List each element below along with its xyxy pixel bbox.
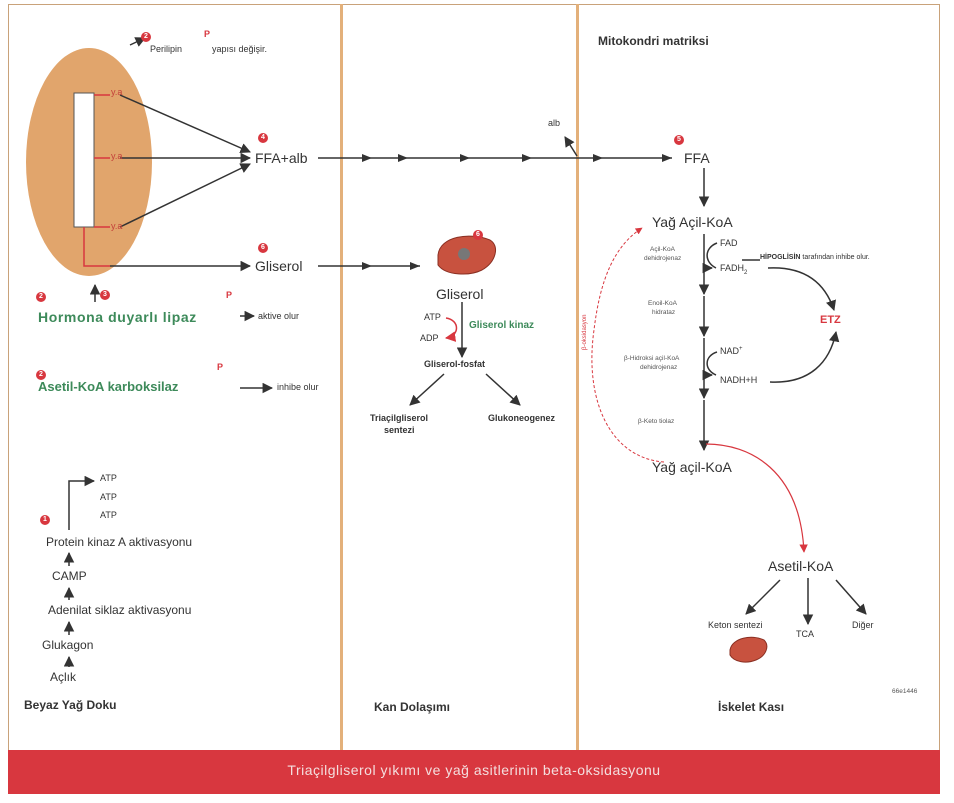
enzyme-2a: Enoil-KoA [648, 300, 677, 307]
atp-3: ATP [100, 510, 117, 520]
atp-label: ATP [424, 312, 441, 322]
column-divider-1 [340, 4, 343, 750]
tg-synthesis-1: Triaçilgliserol [370, 413, 429, 423]
hsl-label: Hormona duyarlı lipaz [38, 309, 197, 325]
glycerol-phosphate: Gliserol-fosfat [424, 359, 486, 369]
enzyme-3b: dehidrojenaz [640, 364, 678, 371]
fadh2-sub: 2 [744, 269, 748, 276]
etz-label: ETZ [820, 314, 841, 326]
acyl-coa-top: Yağ Açil-KoA [652, 214, 733, 230]
fa-label-2: y.a [111, 151, 123, 161]
enzyme-1b: dehidrojenaz [644, 255, 682, 262]
acetyl-coa-label: Asetil-KoA [768, 558, 834, 574]
column-title-muscle: İskelet Kası [718, 700, 785, 714]
liver-icon-blood [437, 235, 497, 275]
enzyme-1a: Açil-KoA [650, 246, 675, 253]
atp-1: ATP [100, 473, 117, 483]
nad-sup: + [739, 346, 743, 352]
badge-1: 1 [40, 515, 50, 525]
glycerol-label: Gliserol [255, 258, 303, 274]
hypoglycin-note: HİPOGLİSİN tarafından inhibe olur. [760, 254, 870, 261]
ffa-alb-label: FFA+alb [255, 150, 308, 166]
column-title-adipose: Beyaz Yağ Doku [24, 698, 117, 712]
badge-6-glycerol: 6 [258, 243, 268, 253]
hypoglycin-effect: tarafından inhibe olur. [802, 254, 870, 261]
perilipin-label: Perilipin [150, 44, 183, 54]
badge-4: 4 [258, 133, 268, 143]
fa-label-3: y.a [111, 221, 123, 231]
fa-label-1: y.a [111, 87, 123, 97]
cascade-camp: CAMP [52, 569, 87, 583]
tg-synthesis-2: sentezi [384, 425, 415, 435]
acc-label: Asetil-KoA karboksilaz [38, 379, 179, 394]
hsl-effect: aktive olur [258, 311, 300, 321]
perilipin-effect: yapısı değişir. [212, 44, 268, 54]
badge-3: 3 [100, 290, 110, 300]
enzyme-3a: β-Hidroksi açil-KoA [624, 355, 680, 362]
caption-bar: Triaçilgliserol yıkımı ve yağ asitlerini… [8, 750, 940, 794]
acyl-coa-bottom: Yağ açil-KoA [652, 459, 732, 475]
caption-text: Triaçilgliserol yıkımı ve yağ asitlerini… [287, 762, 661, 778]
nad-label: NAD+ [720, 346, 743, 356]
fadh2-label: FADH2 [720, 263, 747, 276]
nadh-label: NADH+H [720, 375, 758, 385]
tca-label: TCA [796, 629, 814, 639]
fad-label: FAD [720, 238, 738, 248]
fadh2-main: FADH [720, 263, 745, 273]
nad-main: NAD [720, 346, 740, 356]
perilipin-phospho: P [204, 29, 211, 39]
cascade-pka: Protein kinaz A aktivasyonu [46, 535, 193, 549]
hypoglycin-label: HİPOGLİSİN [760, 254, 801, 261]
cascade-glucagon: Glukagon [42, 638, 94, 652]
enzyme-4: β-Keto tiolaz [638, 418, 675, 425]
alb-label: alb [548, 118, 561, 128]
triglyceride-bar [73, 92, 95, 228]
enzyme-2b: hidrataz [652, 309, 676, 316]
badge-5: 5 [674, 135, 684, 145]
badge-2-acc: 2 [36, 370, 46, 380]
badge-2-perilipin: 2 [141, 32, 151, 42]
gluconeogenesis: Glukoneogenez [488, 413, 556, 423]
column-divider-2 [576, 4, 579, 750]
column-title-mito: Mitokondri matriksi [598, 34, 709, 48]
other-label: Diğer [852, 620, 874, 630]
column-title-blood: Kan Dolaşımı [374, 700, 451, 714]
ketone-label: Keton sentezi [708, 620, 763, 630]
adp-label: ADP [420, 333, 439, 343]
figure-code: 66e1446 [892, 688, 918, 695]
badge-6-liver: 6 [473, 230, 483, 240]
liver-icon-muscle [729, 636, 768, 663]
hsl-phospho: P [226, 290, 233, 300]
ffa-label: FFA [684, 150, 710, 166]
glycerol-kinase: Gliserol kinaz [469, 320, 535, 331]
cascade-ac: Adenilat siklaz aktivasyonu [48, 603, 192, 617]
badge-2-hsl: 2 [36, 292, 46, 302]
acc-phospho: P [217, 362, 224, 372]
acc-effect: inhibe olur [277, 382, 319, 392]
beta-oxidation-label: β-oksidasyon [582, 314, 588, 350]
liver-glycerol: Gliserol [436, 286, 484, 302]
atp-2: ATP [100, 492, 117, 502]
cascade-fasting: Açlık [50, 670, 77, 684]
